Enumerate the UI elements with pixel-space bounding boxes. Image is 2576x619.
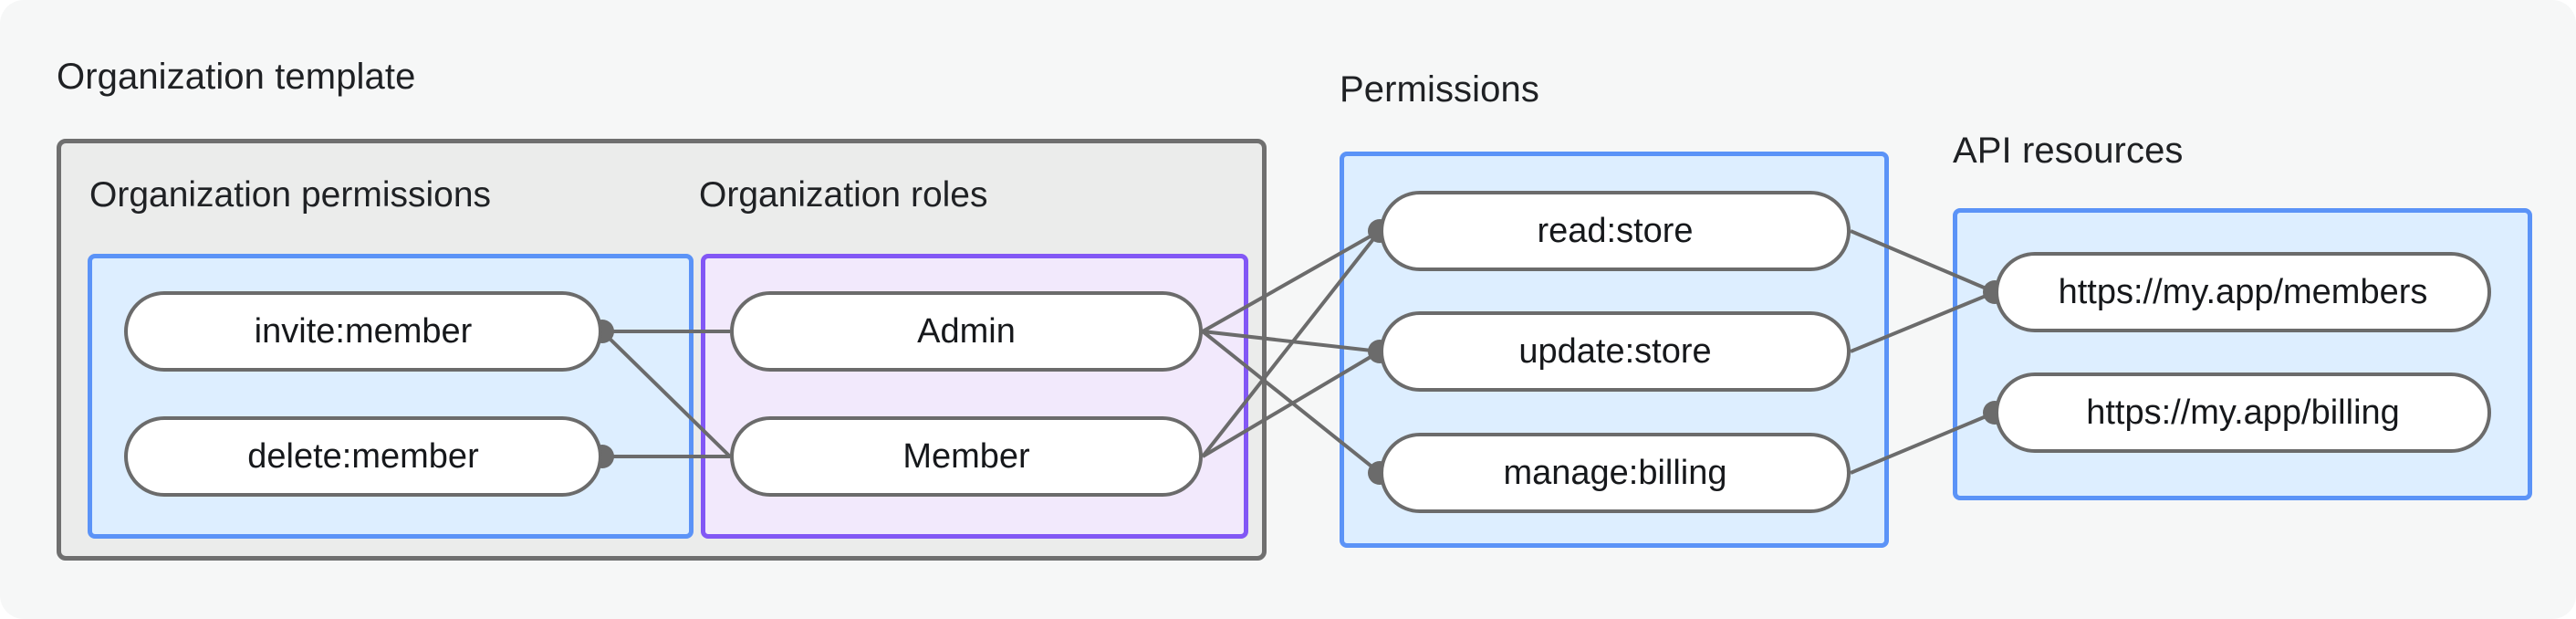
node-members-url[interactable]: https://my.app/members — [1995, 252, 2491, 332]
node-member[interactable]: Member — [730, 416, 1203, 497]
subgroup-label-organization-permissions: Organization permissions — [89, 175, 492, 215]
group-label-organization-template: Organization template — [57, 57, 416, 97]
node-billing-url[interactable]: https://my.app/billing — [1995, 372, 2491, 453]
group-label-permissions: Permissions — [1340, 69, 1539, 110]
node-admin[interactable]: Admin — [730, 291, 1203, 372]
subgroup-label-organization-roles: Organization roles — [699, 175, 988, 215]
node-read-store[interactable]: read:store — [1380, 191, 1851, 271]
group-label-api-resources: API resources — [1953, 131, 2184, 171]
node-invite-member[interactable]: invite:member — [124, 291, 602, 372]
node-delete-member[interactable]: delete:member — [124, 416, 602, 497]
node-update-store[interactable]: update:store — [1380, 311, 1851, 392]
node-manage-billing[interactable]: manage:billing — [1380, 433, 1851, 513]
